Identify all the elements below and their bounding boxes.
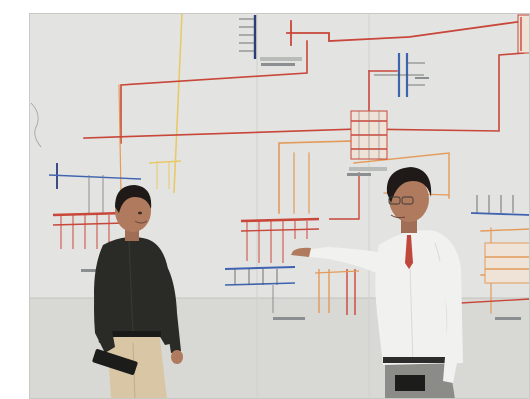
mimic-panel-scene [29,13,530,399]
left-blue-bus [48,163,142,213]
left-edge-sketch [30,102,42,148]
top-center-bus [239,15,302,61]
right-blue-bus [470,195,530,284]
center-red-bus [240,217,359,263]
yellow-feeder [173,13,183,194]
right-edge-bus [517,14,530,54]
left-red-bus [52,211,126,249]
busbar-network [83,19,530,314]
person-left [92,185,183,399]
central-substation [349,110,388,171]
photograph [29,13,530,399]
person-right [291,167,463,399]
lower-blue-bus [224,266,296,313]
left-yellow-bus [148,160,182,189]
lower-orange-feeders [314,269,360,315]
station-captions [81,63,521,320]
upper-right-blue-bus [374,53,425,97]
